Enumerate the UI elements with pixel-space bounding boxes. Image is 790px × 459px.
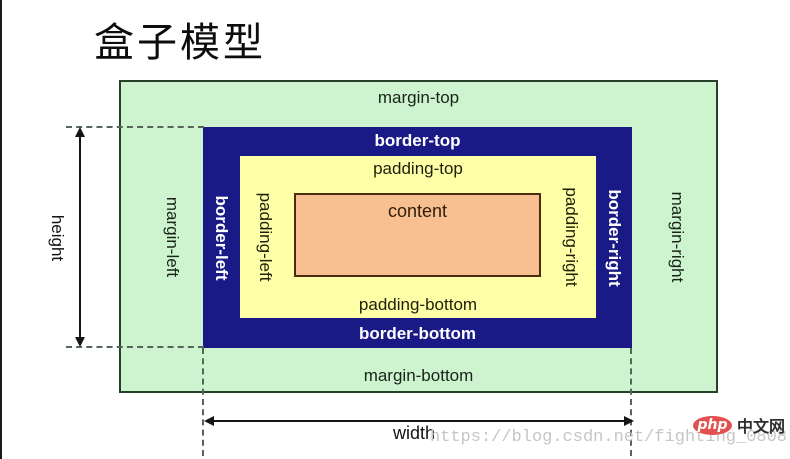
height-dash-bottom	[66, 346, 204, 348]
php-logo-icon: php	[693, 415, 732, 435]
window-left-edge	[0, 0, 2, 459]
border-top-label: border-top	[374, 131, 461, 150]
width-dash-left	[202, 348, 204, 456]
padding-bottom-label: padding-bottom	[358, 295, 478, 314]
margin-top-label: margin-top	[377, 88, 460, 107]
height-dimension-label: height	[48, 214, 67, 262]
border-box: border-top border-bottom border-left bor…	[203, 127, 632, 348]
padding-box: padding-top padding-bottom padding-left …	[240, 156, 596, 318]
padding-top-label: padding-top	[373, 159, 463, 178]
width-dash-right	[630, 348, 632, 456]
site-logo-text: 中文网	[737, 417, 786, 436]
width-dimension-label: width	[393, 423, 436, 443]
height-arrow-line	[79, 133, 81, 341]
margin-right-label: margin-right	[668, 191, 687, 282]
content-box: content	[294, 193, 541, 277]
width-arrow-line	[212, 420, 626, 422]
padding-left-label: padding-left	[256, 192, 275, 282]
margin-bottom-label: margin-bottom	[363, 366, 474, 385]
border-left-label: border-left	[212, 195, 231, 280]
border-bottom-label: border-bottom	[358, 324, 477, 343]
width-arrowhead-right-icon	[624, 416, 634, 426]
site-logo: php 中文网	[693, 413, 785, 437]
margin-box: margin-top margin-bottom margin-left mar…	[119, 80, 718, 393]
content-label: content	[387, 201, 448, 221]
height-dash-top	[66, 126, 204, 128]
border-right-label: border-right	[605, 188, 624, 287]
margin-left-label: margin-left	[163, 196, 182, 277]
height-arrowhead-bottom-icon	[75, 337, 85, 347]
padding-right-label: padding-right	[562, 187, 581, 287]
width-arrowhead-left-icon	[204, 416, 214, 426]
height-arrowhead-top-icon	[75, 127, 85, 137]
page-title: 盒子模型	[94, 20, 266, 66]
